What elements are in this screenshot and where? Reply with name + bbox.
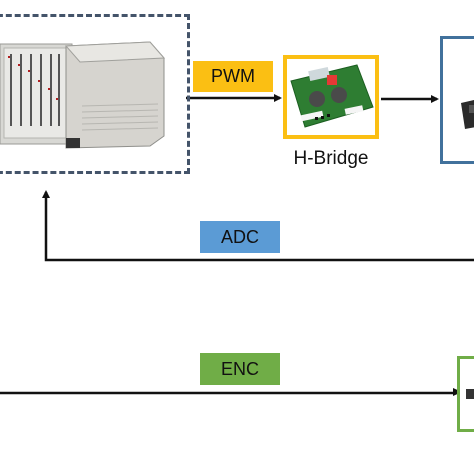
pwm-label-box: PWM xyxy=(193,61,273,92)
motor-frame xyxy=(440,36,474,164)
adc-feedback-arrow xyxy=(42,190,474,262)
enc-label-box: ENC xyxy=(200,353,280,385)
pwm-label: PWM xyxy=(211,66,255,86)
controller-dashed-frame xyxy=(0,14,190,174)
motor-image xyxy=(461,100,474,129)
adc-label-box: ADC xyxy=(200,221,280,253)
encoder-frame xyxy=(457,356,474,432)
h-bridge-caption: H-Bridge xyxy=(293,148,369,169)
encoder-image xyxy=(466,389,474,399)
h-bridge-board-image xyxy=(290,64,374,128)
adc-label: ADC xyxy=(220,226,259,247)
controller-image xyxy=(0,41,166,149)
h-bridge-frame xyxy=(283,55,379,139)
enc-label: ENC xyxy=(220,358,259,379)
